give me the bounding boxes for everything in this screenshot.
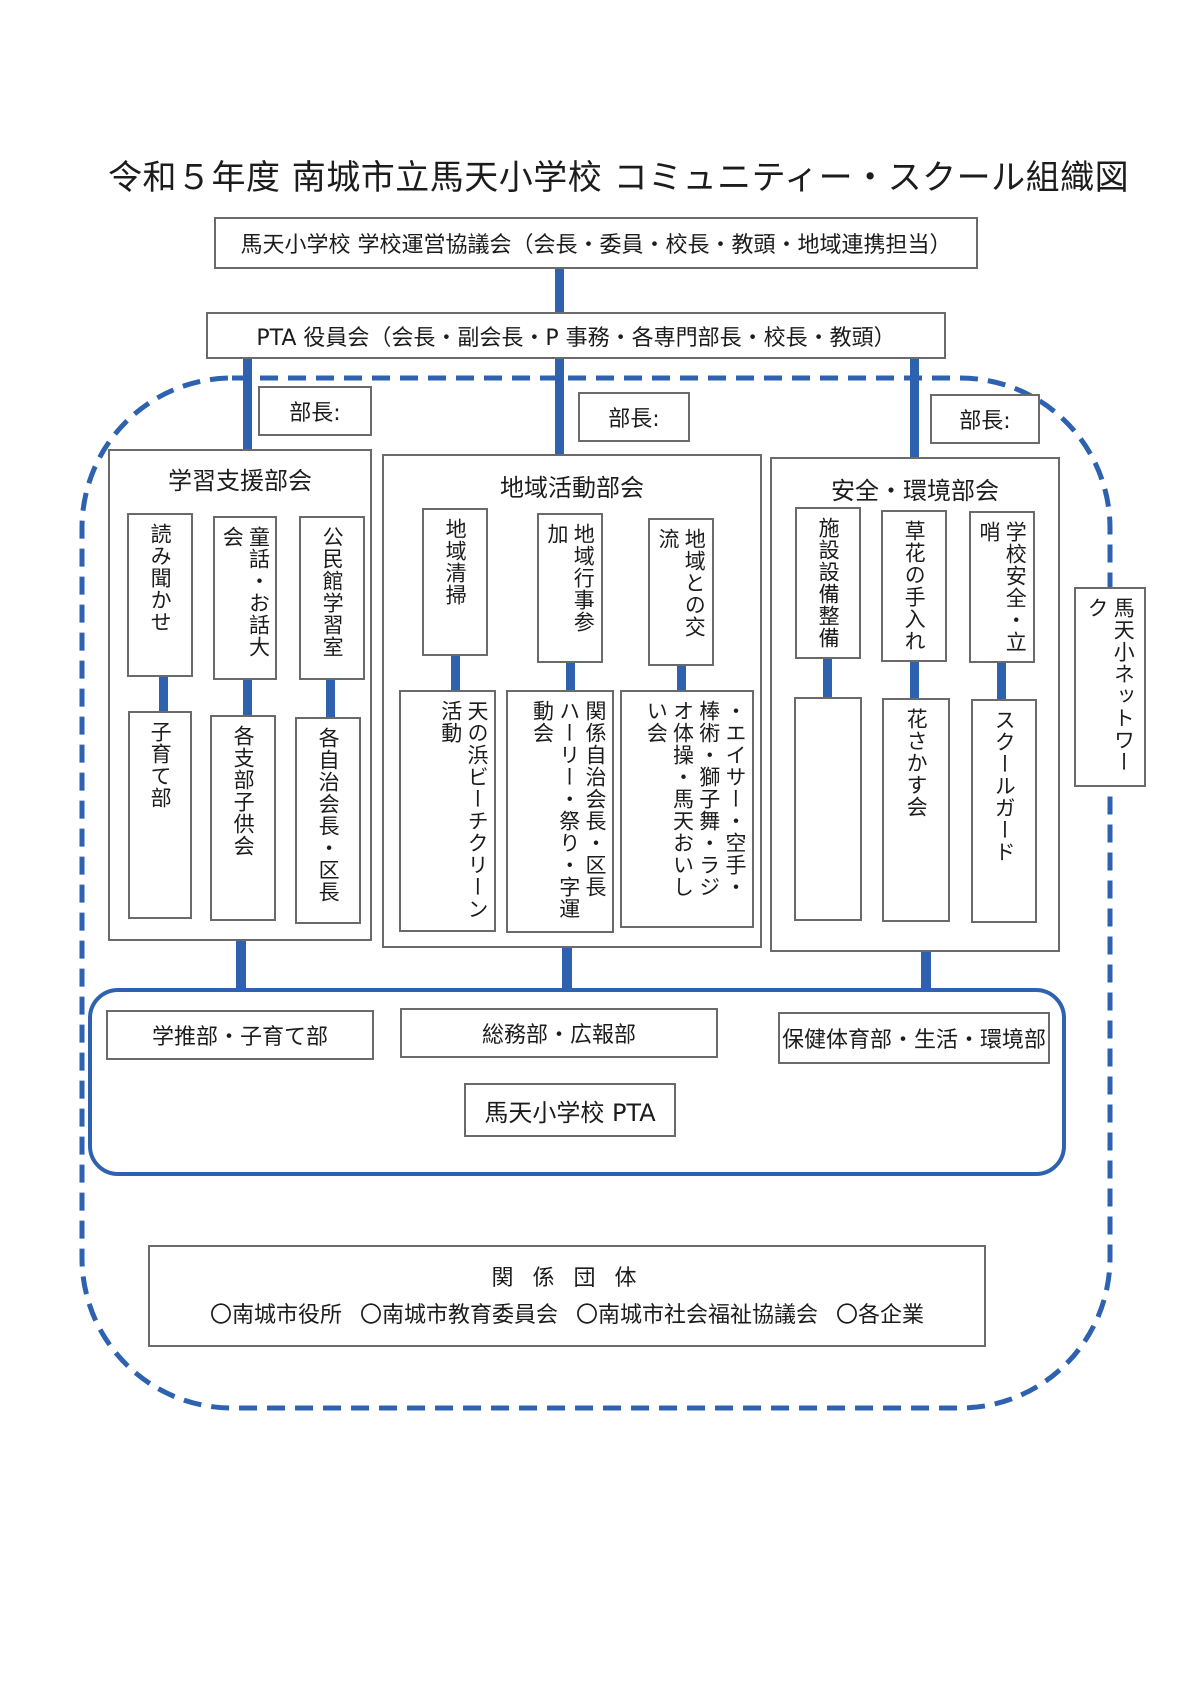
partner-box: 関係自治会長・区長 ハーリー・祭り・字運動会 — [506, 690, 614, 933]
partner-label: スクールガード — [992, 709, 1017, 863]
activity-box: 地域行事参加 — [537, 513, 603, 663]
partner-box: 各支部子供会 — [210, 715, 276, 921]
activity-box: 草花の手入れ — [881, 510, 947, 662]
pta-board-box: PTA 役員会（会長・副会長・P 事務・各専門部長・校長・教頭） — [206, 312, 946, 359]
partner-label: ・エイサー・空手・棒術・獅子舞・ラジオ体操・馬天おいしい会 — [644, 700, 747, 898]
activity-box: 読み聞かせ — [127, 513, 193, 677]
connector-committee-pta-1 — [236, 941, 246, 992]
activity-label: 地域との交流 — [656, 528, 707, 638]
connector-activity-partner — [910, 662, 919, 698]
activity-label: 草花の手入れ — [902, 520, 927, 652]
connector-board-committee-2 — [555, 359, 564, 454]
related-item: 〇南城市社会福祉協議会 — [576, 1303, 819, 1328]
connector-activity-partner — [677, 666, 686, 690]
partner-box: 天の浜ビーチクリーン活動 — [399, 690, 496, 932]
pta-department-box: 学推部・子育て部 — [106, 1010, 374, 1060]
pta-name-label: 馬天小学校 PTA — [484, 1098, 656, 1127]
bucho-box-2: 部長: — [578, 392, 690, 442]
pta-frame — [88, 988, 1066, 1176]
activity-label: 学校安全・立哨 — [977, 521, 1028, 653]
connector-activity-partner — [823, 659, 832, 697]
connector-activity-partner — [159, 677, 168, 711]
pta-department-label: 保健体育部・生活・環境部 — [781, 1028, 1046, 1053]
related-heading: 関 係 団 体 — [491, 1266, 643, 1291]
partner-box: 子育て部 — [128, 711, 192, 919]
related-organizations-box: 関 係 団 体 〇南城市役所 〇南城市教育委員会 〇南城市社会福祉協議会 〇各企… — [148, 1245, 986, 1347]
committee-name: 学習支援部会 — [168, 467, 312, 495]
partner-label: 花さかす会 — [904, 708, 929, 818]
related-item: 〇南城市教育委員会 — [359, 1303, 558, 1328]
committee-name: 地域活動部会 — [500, 474, 644, 502]
partner-box: 花さかす会 — [882, 698, 950, 922]
connector-board-committee-3 — [910, 359, 919, 457]
related-list: 〇南城市役所 〇南城市教育委員会 〇南城市社会福祉協議会 〇各企業 — [150, 1297, 984, 1329]
connector-activity-partner — [451, 656, 460, 690]
activity-box: 地域清掃 — [422, 508, 488, 656]
partner-label: 関係自治会長・区長 ハーリー・祭り・字運動会 — [530, 700, 608, 920]
partner-box: スクールガード — [971, 699, 1037, 923]
network-label: 馬天小ネットワーク — [1085, 597, 1136, 773]
activity-label: 読み聞かせ — [148, 523, 173, 633]
connector-activity-partner — [566, 663, 575, 691]
partner-label — [824, 699, 832, 715]
connector-activity-partner — [326, 680, 335, 717]
connector-activity-partner — [997, 663, 1006, 699]
related-item: 〇南城市役所 — [209, 1303, 342, 1328]
bucho-box-1: 部長: — [258, 386, 372, 436]
partner-label: 各支部子供会 — [231, 725, 256, 857]
connector-board-committee-1 — [243, 359, 252, 449]
partner-box: 各自治会長・区長 — [295, 717, 361, 924]
page-title: 令和５年度 南城市立馬天小学校 コミュニティー・スクール組織図 — [108, 158, 1130, 198]
network-box: 馬天小ネットワーク — [1074, 587, 1146, 787]
connector-committee-pta-3 — [921, 952, 931, 992]
activity-label: 地域清掃 — [443, 518, 468, 606]
bucho-label: 部長: — [608, 407, 660, 432]
pta-department-label: 学推部・子育て部 — [151, 1025, 328, 1050]
pta-board-label: PTA 役員会（会長・副会長・P 事務・各専門部長・校長・教頭） — [256, 325, 896, 351]
connector-council-board — [555, 269, 564, 312]
partner-label: 天の浜ビーチクリーン活動 — [438, 700, 489, 920]
council-box: 馬天小学校 学校運営協議会（会長・委員・校長・教頭・地域連携担当） — [214, 217, 978, 269]
partner-box: ・エイサー・空手・棒術・獅子舞・ラジオ体操・馬天おいしい会 — [620, 690, 754, 928]
council-label: 馬天小学校 学校運営協議会（会長・委員・校長・教頭・地域連携担当） — [240, 233, 952, 258]
pta-name-box: 馬天小学校 PTA — [464, 1083, 676, 1137]
activity-box: 童話・お話大会 — [213, 516, 277, 680]
activity-label: 施設設備整備 — [816, 517, 841, 649]
community-network-boundary — [79, 375, 1113, 1411]
connector-activity-partner — [243, 680, 252, 715]
bucho-label: 部長: — [959, 409, 1011, 434]
activity-box: 公民館学習室 — [299, 516, 365, 680]
related-item: 〇各企業 — [836, 1303, 925, 1328]
partner-box — [794, 697, 862, 921]
activity-box: 施設設備整備 — [795, 507, 861, 659]
committee-name: 安全・環境部会 — [831, 477, 999, 505]
partner-label: 各自治会長・区長 — [316, 727, 341, 903]
activity-label: 童話・お話大会 — [220, 526, 271, 658]
pta-department-box: 保健体育部・生活・環境部 — [778, 1012, 1050, 1064]
activity-box: 学校安全・立哨 — [969, 511, 1035, 663]
activity-label: 公民館学習室 — [320, 526, 345, 658]
partner-label: 子育て部 — [148, 721, 173, 809]
connector-committee-pta-2 — [562, 948, 572, 992]
pta-department-label: 総務部・広報部 — [481, 1023, 636, 1048]
bucho-box-3: 部長: — [930, 394, 1040, 444]
bucho-label: 部長: — [289, 401, 341, 426]
pta-department-box: 総務部・広報部 — [400, 1008, 718, 1058]
activity-label: 地域行事参加 — [545, 523, 596, 633]
activity-box: 地域との交流 — [648, 518, 714, 666]
